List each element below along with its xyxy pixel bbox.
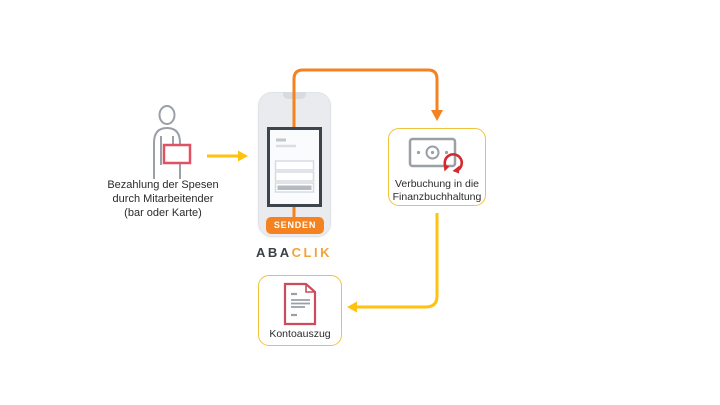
senden-button[interactable]: SENDEN xyxy=(266,217,324,234)
finance-box: Verbuchung in die Finanzbuchhaltung xyxy=(388,128,486,206)
employee-caption-line: (bar oder Karte) xyxy=(124,207,202,219)
arrow-employee-to-phone xyxy=(207,150,248,162)
finance-caption: Verbuchung in die Finanzbuchhaltung xyxy=(393,178,482,204)
employee-caption: Bezahlung der Spesen durch Mitarbeitende… xyxy=(88,178,238,220)
finance-caption-line: Verbuchung in die xyxy=(394,178,480,190)
bank-statement-icon xyxy=(283,282,317,326)
finance-caption-line: Finanzbuchhaltung xyxy=(392,191,482,203)
abaclik-logo: ABACLIK xyxy=(244,245,344,260)
abaclik-logo-clik: CLIK xyxy=(291,245,332,260)
abaclik-logo-aba: ABA xyxy=(255,245,292,260)
arrow-finance-to-statement xyxy=(347,213,439,313)
statement-caption: Kontoauszug xyxy=(269,328,331,340)
receipt-form-icon xyxy=(267,127,322,207)
employee-caption-line: Bezahlung der Spesen xyxy=(107,179,219,191)
statement-box: Kontoauszug xyxy=(258,275,342,346)
person-with-receipt-icon xyxy=(153,105,192,179)
banknote-sync-icon xyxy=(408,137,464,174)
employee-caption-line: durch Mitarbeitender xyxy=(112,193,214,205)
smartphone-notch xyxy=(283,92,306,99)
